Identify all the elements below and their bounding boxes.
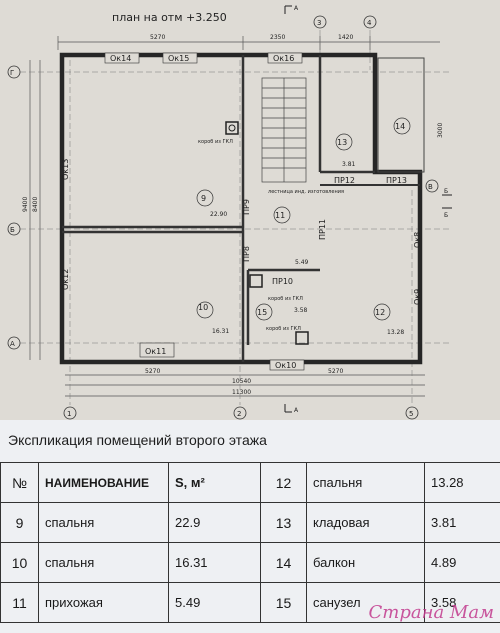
cell-name: санузел xyxy=(306,582,425,623)
room-11-area: 5.49 xyxy=(295,259,309,266)
door-pr8: ПР8 xyxy=(242,246,251,262)
cell-name: спальня xyxy=(38,542,169,583)
duct-note-1: короб из ГКЛ xyxy=(198,139,233,145)
room-9-number: 9 xyxy=(201,194,206,203)
duct-note-3: короб из ГКЛ xyxy=(266,326,301,332)
plan-title: план на отм +3.250 xyxy=(112,11,227,24)
axis-A: А xyxy=(10,340,15,348)
window-ok10: Ок10 xyxy=(275,361,296,370)
table-row: № НАИМЕНОВАНИЕ S, м² 12 спальня 13.28 xyxy=(0,462,500,503)
window-ok11: Ок11 xyxy=(145,347,166,356)
axis-5: 5 xyxy=(409,410,413,418)
cell-name: прихожая xyxy=(38,582,169,623)
door-pr11: ПР11 xyxy=(318,219,327,240)
cell-name: кладовая xyxy=(306,502,425,543)
dim-bottom-1: 5270 xyxy=(145,368,160,375)
window-labels xyxy=(104,52,305,371)
dim-bottom-3: 10540 xyxy=(232,378,251,385)
room-10-number: 10 xyxy=(198,303,208,312)
cell-area: 16.31 xyxy=(168,542,261,583)
header-name: НАИМЕНОВАНИЕ xyxy=(38,462,169,503)
cell-area: 22.9 xyxy=(168,502,261,543)
axis-1: 1 xyxy=(67,410,71,418)
dim-top-3: 1420 xyxy=(338,34,353,41)
room-15-number: 15 xyxy=(257,308,267,317)
cell-name: спальня xyxy=(38,502,169,543)
section-mark-a-bottom: A xyxy=(294,407,299,414)
cell-num: 9 xyxy=(0,502,39,543)
dim-right-1: 3000 xyxy=(437,123,444,138)
section-mark-b-2: Б xyxy=(444,212,448,219)
cell-area: 3.81 xyxy=(424,502,500,543)
axis-2: 2 xyxy=(237,410,241,418)
cell-area: 3.58 xyxy=(424,582,500,623)
window-ok13: Ок13 xyxy=(61,159,70,180)
window-ok8: Ок8 xyxy=(413,232,422,248)
room-13-area: 3.81 xyxy=(342,161,356,168)
stair-note: лестница инд. изготовления xyxy=(268,189,344,195)
door-pr10: ПР10 xyxy=(272,277,293,286)
cell-num: 10 xyxy=(0,542,39,583)
window-ok12: Ок12 xyxy=(61,269,70,290)
door-pr9: ПР9 xyxy=(242,199,251,215)
cell-num: 13 xyxy=(260,502,307,543)
room-10-area: 16.31 xyxy=(212,328,229,335)
axis-V: В xyxy=(428,183,433,191)
window-ok9: Ок9 xyxy=(413,289,422,305)
header-area: S, м² xyxy=(168,462,261,503)
axis-3: 3 xyxy=(317,19,321,27)
room-15-area: 3.58 xyxy=(294,307,308,314)
room-13-number: 13 xyxy=(337,138,347,147)
dim-left-2: 8400 xyxy=(32,197,39,212)
duct-note-2: короб из ГКЛ xyxy=(268,296,303,302)
dim-left-1: 9400 xyxy=(22,197,29,212)
floor-plan-drawing: план на отм +3.250 5270 2350 1420 5270 5… xyxy=(7,5,452,420)
axis-4: 4 xyxy=(367,19,372,27)
cell-area: 4.89 xyxy=(424,542,500,583)
room-12-area: 13.28 xyxy=(387,329,404,336)
axis-B: Б xyxy=(10,226,15,234)
room-12-number: 12 xyxy=(375,308,385,317)
table-row: 11 прихожая 5.49 15 санузел 3.58 xyxy=(0,582,500,623)
dim-bottom-2: 5270 xyxy=(328,368,343,375)
cell-area: 13.28 xyxy=(424,462,500,503)
window-ok14: Ок14 xyxy=(110,54,131,63)
table-row: 9 спальня 22.9 13 кладовая 3.81 xyxy=(0,502,500,543)
room-11-number: 11 xyxy=(275,211,285,220)
cell-num: 15 xyxy=(260,582,307,623)
header-num: № xyxy=(0,462,39,503)
section-mark-b-1: Б xyxy=(444,188,448,195)
cell-area: 5.49 xyxy=(168,582,261,623)
cell-num: 12 xyxy=(260,462,307,503)
cell-name: спальня xyxy=(306,462,425,503)
cell-num: 14 xyxy=(260,542,307,583)
cell-num: 11 xyxy=(0,582,39,623)
site-watermark: Страна Мам xyxy=(368,602,495,623)
dim-top-2: 2350 xyxy=(270,34,285,41)
door-pr13: ПР13 xyxy=(386,176,407,185)
room-schedule-table: № НАИМЕНОВАНИЕ S, м² 12 спальня 13.28 9 … xyxy=(0,462,500,623)
room-14-number: 14 xyxy=(395,122,405,131)
window-ok16: Ок16 xyxy=(273,54,294,63)
dim-top-1: 5270 xyxy=(150,34,165,41)
room-9-area: 22.90 xyxy=(210,211,227,218)
section-mark-a-top: A xyxy=(294,5,299,12)
axis-G: Г xyxy=(10,69,14,77)
window-ok15: Ок15 xyxy=(168,54,189,63)
table-row: 10 спальня 16.31 14 балкон 4.89 xyxy=(0,542,500,583)
dim-bottom-4: 11300 xyxy=(232,389,251,396)
door-pr12: ПР12 xyxy=(334,176,355,185)
schedule-title: Экспликация помещений второго этажа xyxy=(8,432,267,448)
cell-name: балкон xyxy=(306,542,425,583)
